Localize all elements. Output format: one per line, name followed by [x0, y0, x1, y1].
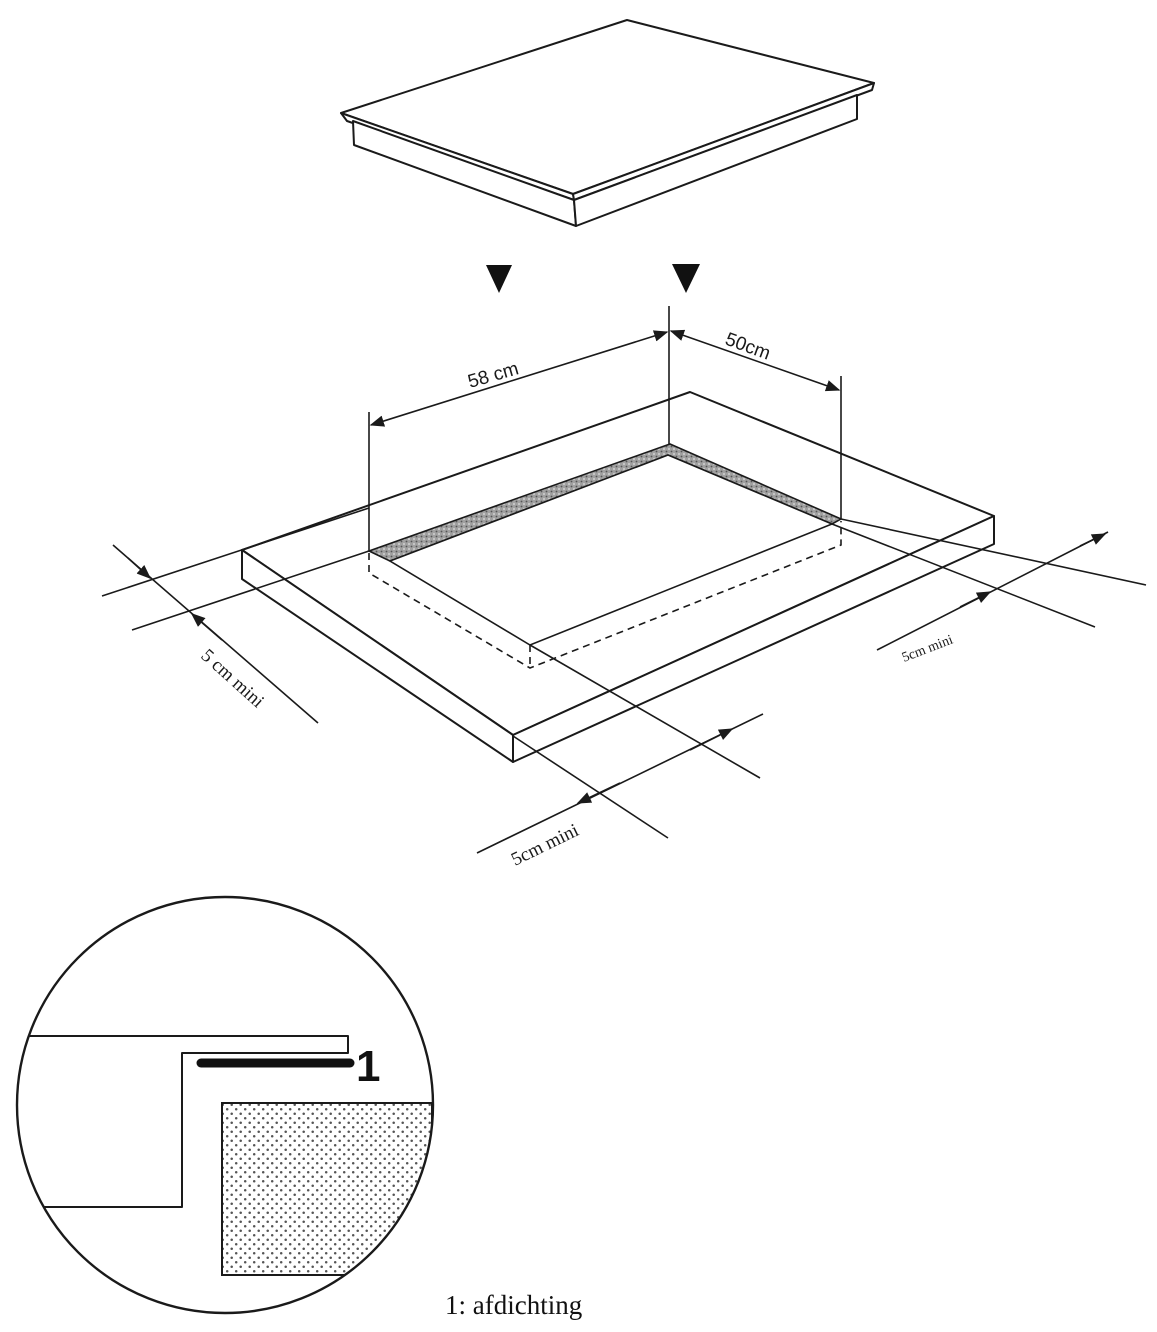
down-arrow-icon	[672, 264, 700, 293]
clearance-left-label: 5 cm mini	[197, 645, 268, 712]
clearance-right-label: 5cm mini	[900, 633, 955, 666]
legend-text: 1: afdichting	[445, 1290, 583, 1320]
drop-arrows	[486, 264, 700, 293]
detail-view: 1	[15, 895, 435, 1315]
depth-label: 50cm	[722, 329, 773, 365]
down-arrow-icon	[486, 265, 512, 293]
width-label: 58 cm	[466, 358, 522, 392]
clearance-front-label: 5cm mini	[508, 820, 582, 871]
cooktop	[340, 19, 875, 227]
callout-number: 1	[356, 1042, 380, 1091]
